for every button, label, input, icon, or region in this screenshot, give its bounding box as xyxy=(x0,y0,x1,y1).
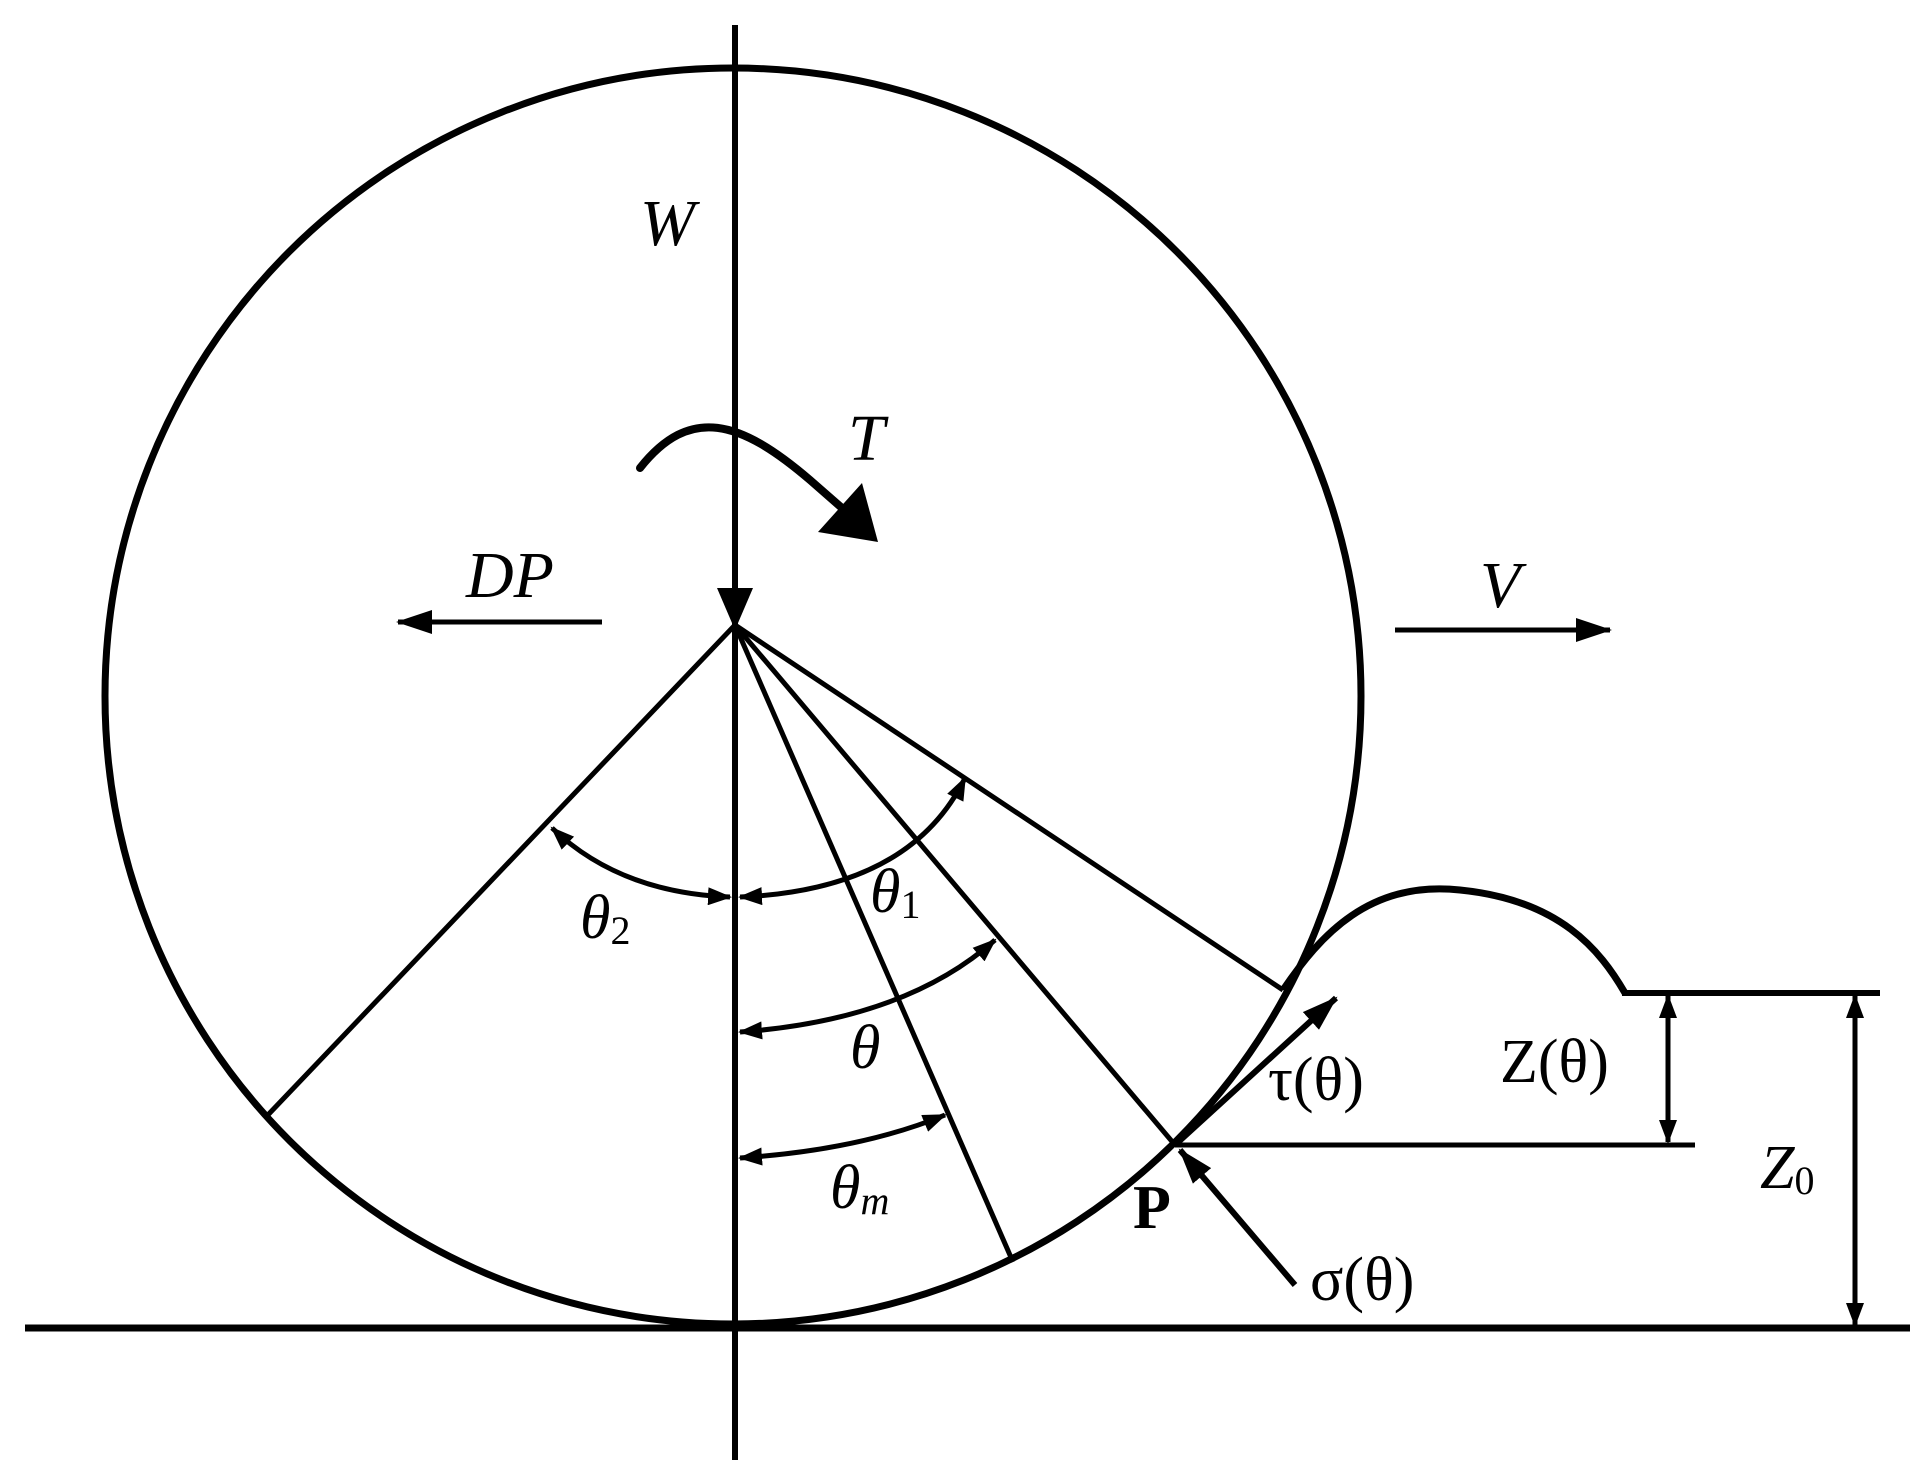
radial-line-theta2 xyxy=(263,623,737,1120)
weight-label: W xyxy=(640,187,700,260)
radial-line-point-p xyxy=(733,623,1177,1147)
z0-subscript: 0 xyxy=(1794,1158,1814,1203)
drawbar-pull-label: DP xyxy=(465,539,554,612)
tau-label: τ(θ) xyxy=(1268,1046,1364,1114)
theta1-label: θ1 xyxy=(870,858,920,927)
torque-label: T xyxy=(848,402,889,475)
soil-mound xyxy=(1280,885,1629,995)
z0-symbol: Z xyxy=(1760,1134,1795,1202)
sigma-label: σ(θ) xyxy=(1310,1246,1414,1314)
theta2-subscript: 2 xyxy=(610,908,630,953)
velocity-label: V xyxy=(1480,549,1527,622)
z-theta-label: Z(θ) xyxy=(1500,1028,1609,1096)
theta2-label: θ2 xyxy=(580,884,630,953)
tau-arrow xyxy=(1172,995,1339,1148)
theta2-symbol: θ xyxy=(580,884,610,952)
theta-m-label: θm xyxy=(830,1154,889,1223)
theta-m-subscript: m xyxy=(860,1178,889,1223)
point-p-label: P xyxy=(1133,1174,1171,1242)
theta-m-symbol: θ xyxy=(830,1154,860,1222)
radial-line-theta1 xyxy=(733,622,1285,993)
sigma-arrow xyxy=(1177,1148,1298,1287)
theta1-subscript: 1 xyxy=(900,882,920,927)
theta1-arc xyxy=(738,776,968,906)
theta2-arc xyxy=(550,826,732,906)
theta-arc xyxy=(738,938,997,1040)
z0-label: Z0 xyxy=(1760,1134,1814,1203)
theta1-symbol: θ xyxy=(870,858,900,926)
theta-label: θ xyxy=(850,1014,880,1082)
weight-arrowhead xyxy=(717,588,753,630)
torque-arrow xyxy=(636,423,846,512)
theta-m-arc xyxy=(738,1112,947,1166)
torque-arrowhead xyxy=(818,483,878,542)
